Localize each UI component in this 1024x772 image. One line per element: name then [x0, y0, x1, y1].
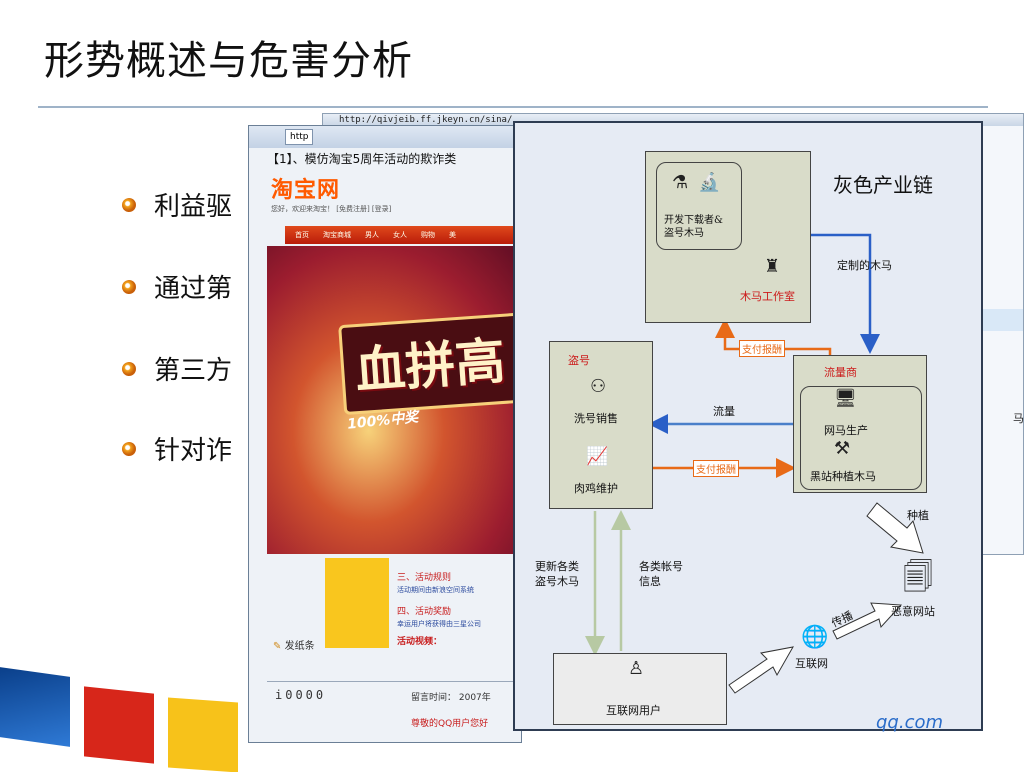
- wash-sell-label: 洗号销售: [574, 412, 618, 425]
- plant-label: 种植: [907, 509, 929, 522]
- broiler-label: 肉鸡维护: [574, 482, 618, 495]
- nav-item[interactable]: 女人: [393, 231, 407, 239]
- welcome-line[interactable]: 您好，欢迎来淘宝！ [免费注册] [登录]: [271, 205, 392, 213]
- arrow-spread: [832, 602, 903, 640]
- developer-subbox: [656, 162, 742, 250]
- pay-label-1: 支付报酬: [739, 340, 785, 357]
- post-note-button[interactable]: ✎ 发纸条: [273, 637, 315, 652]
- visit-counter: i0000: [275, 688, 327, 702]
- bullet-icon: [122, 279, 136, 294]
- gray-industry-diagram: 灰色产业链 ⚗ 🔬 开发下载者& 盗号木马 ♜ 木马工作室: [513, 121, 983, 731]
- bullet-item: 第三方: [122, 350, 232, 387]
- nav-item[interactable]: 美: [449, 231, 456, 239]
- prize-heading: 四、活动奖励: [397, 607, 452, 617]
- documents-icon: 🗐: [903, 560, 933, 595]
- traffic-dealer-box: 流量商 🖥 网马生产 ⚒ 黑站种植木马: [793, 355, 927, 493]
- video-label: 活动视频：: [397, 637, 443, 647]
- internet-label: 互联网: [795, 657, 828, 670]
- broiler-chart-icon: 📈: [586, 446, 609, 467]
- arrow-custom-trojan: [810, 233, 880, 354]
- bullet-icon: [122, 441, 136, 456]
- workstation-icon: 🖥: [834, 388, 857, 409]
- microscope-icon: 🔬: [698, 172, 721, 193]
- theft-label: 盗号: [568, 354, 590, 367]
- user-icon: ♙: [628, 658, 645, 679]
- nav-item[interactable]: 男人: [365, 231, 379, 239]
- globe-icon: 🌐: [801, 625, 829, 650]
- planting-icon: ⚒: [834, 438, 851, 459]
- developer-label: 开发下载者& 盗号木马: [664, 215, 723, 239]
- custom-trojan-label: 定制的木马: [837, 259, 892, 272]
- account-theft-box: 盗号 ⚇ 洗号销售 📈 肉鸡维护: [549, 341, 653, 509]
- title-divider: [38, 106, 988, 108]
- bullet-icon: [122, 361, 136, 376]
- nav-item[interactable]: 购物: [421, 231, 435, 239]
- partial-text: 马,: [1013, 412, 1024, 425]
- bullet-item: 通过第: [122, 268, 232, 305]
- arrow-to-internet: [728, 646, 794, 694]
- studio-label: 木马工作室: [740, 290, 795, 303]
- hacker-icon: ♜: [764, 256, 781, 277]
- internet-users-box: ♙ 互联网用户: [553, 653, 727, 725]
- taobao-logo[interactable]: 淘宝网: [271, 177, 341, 203]
- yellow-placeholder: [325, 558, 389, 648]
- nav-item[interactable]: 首页: [295, 231, 309, 239]
- pay-label-2: 支付报酬: [693, 460, 739, 477]
- malicious-site-label: 恶意网站: [891, 605, 935, 618]
- diagram-arrows: [585, 233, 924, 694]
- dealer-inner-box: [800, 386, 922, 490]
- rules-heading: 三、活动规则: [397, 573, 452, 583]
- update-trojans-label: 更新各类 盗号木马: [535, 560, 579, 588]
- qq-logo: qq.com: [876, 712, 944, 733]
- trojan-studio-box: ⚗ 🔬 开发下载者& 盗号木马 ♜ 木马工作室: [645, 151, 811, 323]
- phishing-browser-window: http 【1】、模仿淘宝5周年活动的欺诈类 淘宝网 您好，欢迎来淘宝！ [免费…: [248, 125, 522, 743]
- browser-tab-bar: http: [249, 126, 521, 148]
- slide-title: 形势概述与危害分析: [44, 38, 413, 84]
- bullet-text: 利益驱: [154, 192, 233, 222]
- trojan-production-label: 网马生产: [824, 424, 868, 437]
- diagram-heading: 灰色产业链: [833, 173, 933, 197]
- flow-label: 流量: [713, 405, 735, 418]
- divider: [267, 681, 521, 682]
- decor-stripe-blue: [0, 667, 70, 747]
- people-icon: ⚇: [590, 376, 607, 397]
- browser-tab[interactable]: http: [285, 129, 314, 145]
- promo-banner[interactable]: 血拼高 100%中奖: [267, 246, 521, 554]
- note-icon: ✎: [273, 641, 282, 652]
- bullet-text: 针对诈: [154, 436, 233, 466]
- nav-item[interactable]: 淘宝商城: [323, 231, 351, 239]
- banner-headline: 血拼高: [353, 330, 508, 401]
- prize-text: 幸运用户将获得由三星公司: [397, 620, 481, 628]
- message-time: 留言时间： 2007年: [411, 693, 491, 703]
- site-nav: 首页 淘宝商城 男人 女人 购物 美: [285, 226, 521, 244]
- decor-stripe-red: [84, 686, 154, 764]
- black-site-label: 黑站种植木马: [810, 470, 876, 483]
- account-info-label: 各类帐号 信息: [639, 560, 683, 588]
- case-title: 【1】、模仿淘宝5周年活动的欺诈类: [267, 152, 457, 166]
- bullet-icon: [122, 197, 136, 212]
- arrow-plant: [866, 502, 924, 554]
- background-panel: [973, 309, 1023, 331]
- bullet-item: 利益驱: [122, 186, 232, 223]
- traffic-dealer-label: 流量商: [824, 366, 857, 379]
- bullet-text: 通过第: [154, 274, 233, 304]
- message-greeting: 尊敬的QQ用户您好: [411, 719, 489, 729]
- bullet-text: 第三方: [154, 356, 233, 386]
- lab-flask-icon: ⚗: [672, 172, 689, 193]
- internet-users-label: 互联网用户: [606, 704, 661, 717]
- decor-stripe-yellow: [168, 697, 238, 772]
- post-note-label: 发纸条: [284, 641, 315, 652]
- rules-section: 三、活动规则 活动期间由新浪空间系统 四、活动奖励 幸运用户将获得由三星公司 活…: [397, 572, 521, 648]
- bullet-item: 针对诈: [122, 430, 232, 467]
- rules-text: 活动期间由新浪空间系统: [397, 586, 474, 594]
